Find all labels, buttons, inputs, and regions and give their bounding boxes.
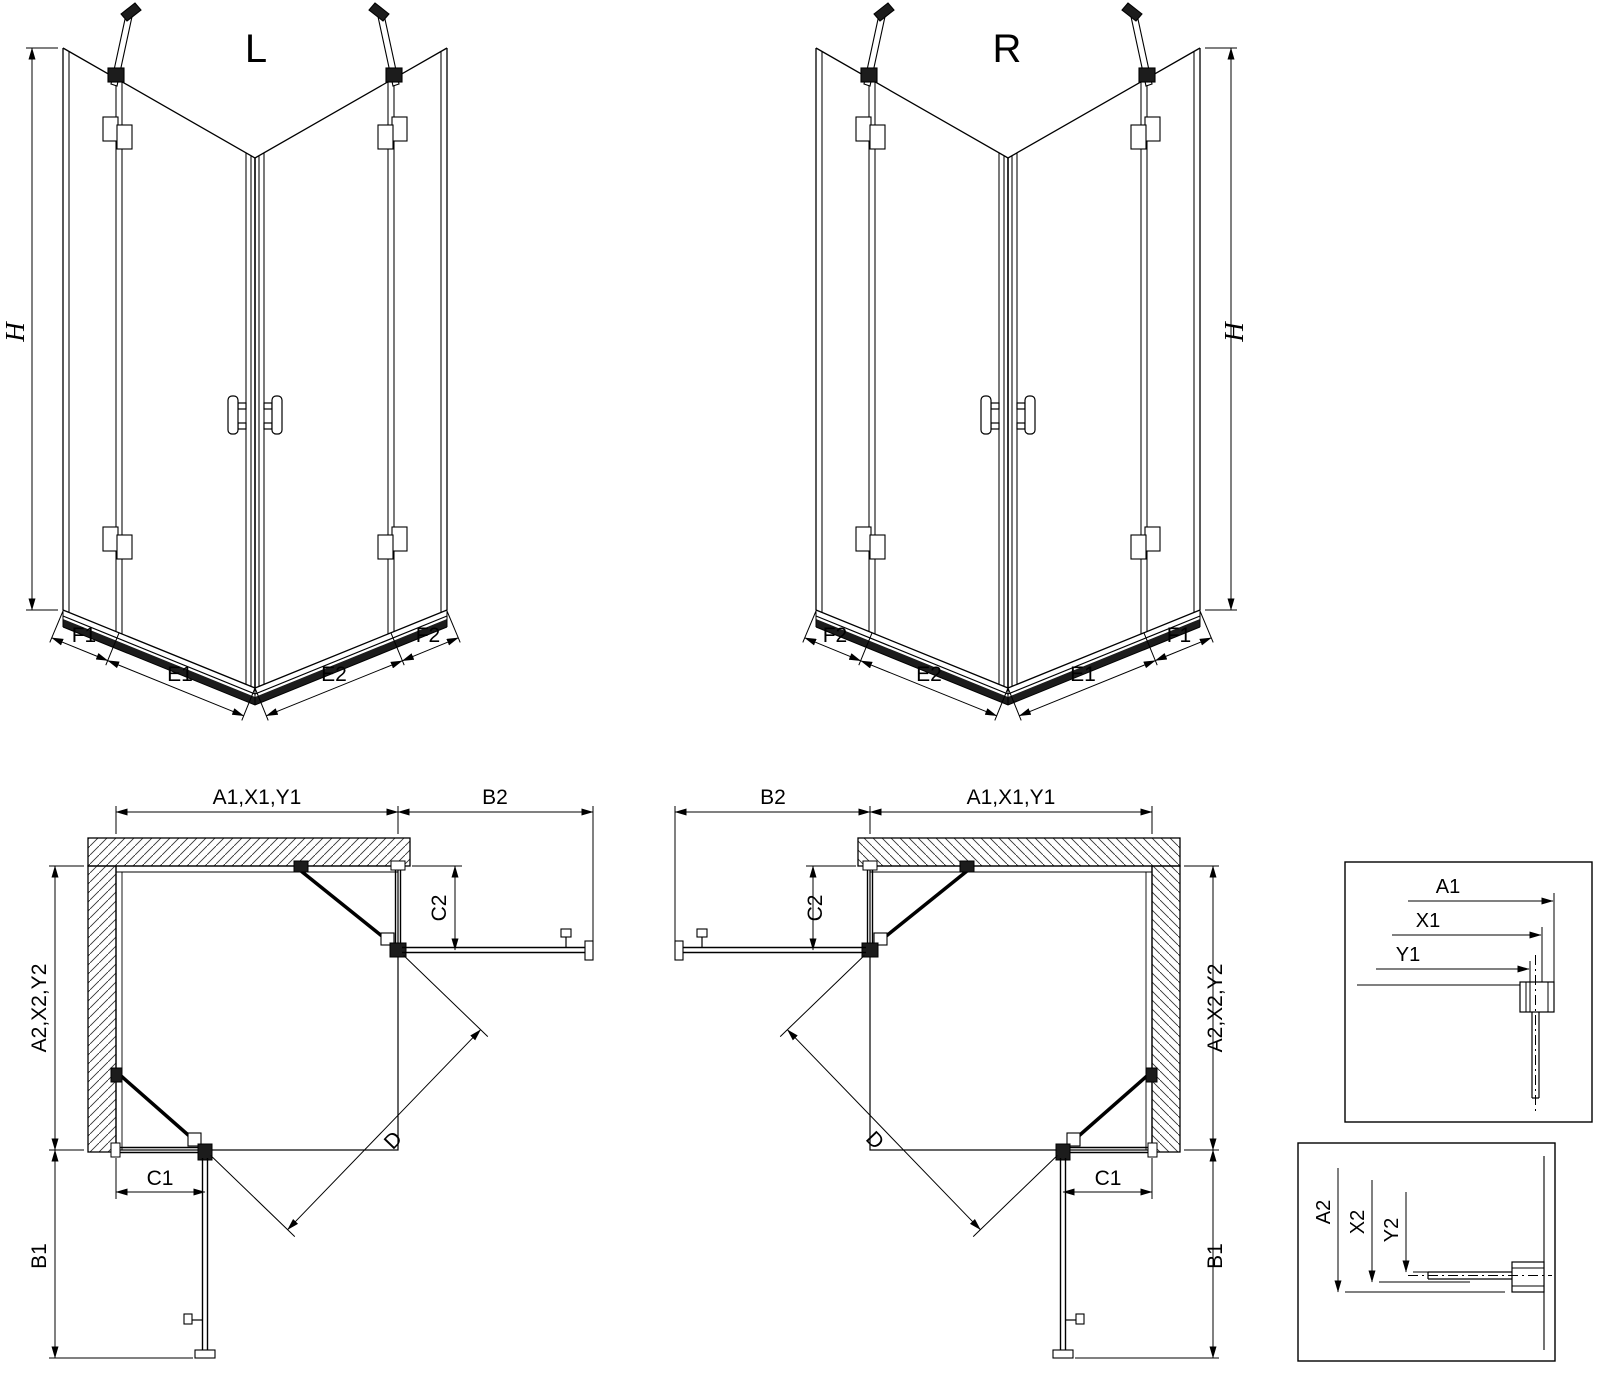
plan-view-right: A1,X1,Y1 B2 C2 A2,X2,Y2 C1 B1 D <box>675 786 1227 1358</box>
dim-label-height-right: H <box>1219 321 1249 343</box>
dim-label-a2-right: A2,X2,Y2 <box>1204 964 1227 1053</box>
dim-label-c2-left: C2 <box>428 895 451 922</box>
plan-geometry-left <box>49 806 593 1358</box>
dim-label-c1-right: C1 <box>1095 1167 1122 1190</box>
dim-label-a2-left: A2,X2,Y2 <box>28 964 51 1053</box>
dim-label-e1-right: E1 <box>1070 663 1096 686</box>
dim-label-a1-left: A1,X1,Y1 <box>213 786 302 809</box>
plan-view-left: A1,X1,Y1 B2 C2 A2,X2,Y2 C1 B1 D <box>28 786 593 1358</box>
dim-label-b1-right: B1 <box>1204 1243 1227 1269</box>
enclosure-3d-geometry-left <box>26 3 460 720</box>
enclosure-3d-geometry-right <box>803 3 1237 720</box>
detail-dim-a2: A2 <box>1313 1200 1335 1224</box>
detail-dim-x1: X1 <box>1416 910 1440 932</box>
detail-dim-a1: A1 <box>1436 876 1460 898</box>
dim-label-e1-left: E1 <box>167 663 193 686</box>
detail-bottom-frame <box>1297 1142 1556 1362</box>
dim-label-e2-right: E2 <box>916 663 942 686</box>
dim-label-f1-right: F1 <box>1167 624 1192 647</box>
dim-label-c1-left: C1 <box>147 1167 174 1190</box>
plan-geometry-right <box>675 806 1219 1358</box>
view-title-left: L <box>245 27 267 71</box>
dim-label-f2-left: F2 <box>416 624 441 647</box>
dim-label-b2-right: B2 <box>760 786 786 809</box>
detail-dim-y2: Y2 <box>1381 1218 1403 1242</box>
detail-view-bottom: A2 X2 Y2 <box>1297 1142 1556 1362</box>
dim-label-a1-right: A1,X1,Y1 <box>967 786 1056 809</box>
dim-label-b2-left: B2 <box>482 786 508 809</box>
iso-view-left: L H F1 E1 E2 F2 <box>0 3 460 720</box>
view-title-right: R <box>993 27 1022 71</box>
dim-label-c2-right: C2 <box>804 895 827 922</box>
dim-label-e2-left: E2 <box>321 663 347 686</box>
dim-label-f2-right: F2 <box>823 624 848 647</box>
detail-dim-y1: Y1 <box>1396 944 1420 966</box>
dim-label-b1-left: B1 <box>28 1243 51 1269</box>
dim-label-f1-left: F1 <box>72 624 97 647</box>
dim-label-height-left: H <box>0 321 30 343</box>
detail-dim-x2: X2 <box>1347 1210 1369 1234</box>
detail-top-frame <box>1344 861 1593 1123</box>
iso-view-right: R H F2 E2 E1 F1 <box>803 3 1249 720</box>
detail-view-top: A1 X1 Y1 <box>1344 861 1593 1123</box>
